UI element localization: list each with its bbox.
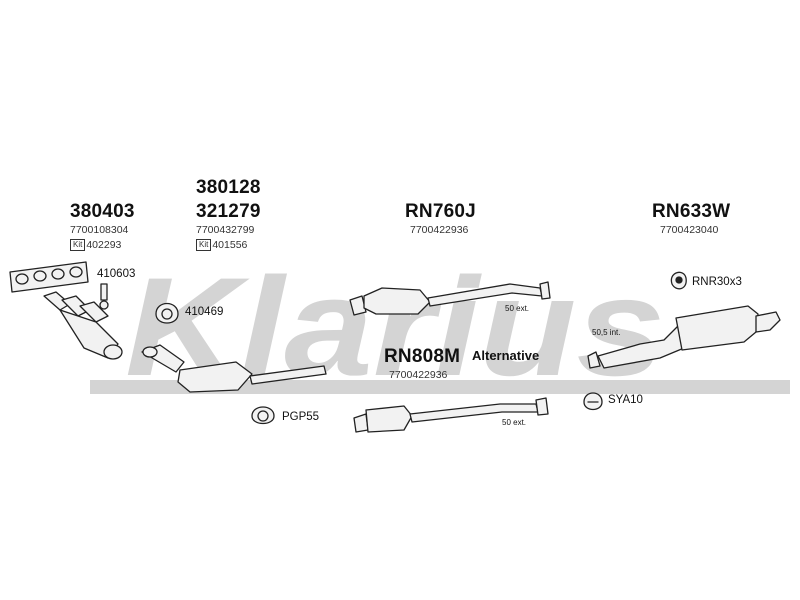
accessory-pgp55: PGP55 bbox=[282, 411, 320, 423]
kit-number-402293: 402293 bbox=[86, 239, 122, 251]
oe-number-rn760j: 7700422936 bbox=[410, 224, 469, 236]
exhaust-manifold-drawing bbox=[43, 291, 123, 360]
part-number-rn760j: RN760J bbox=[405, 201, 476, 222]
oe-number-321279: 7700432799 bbox=[196, 224, 255, 236]
oe-number-rn633w: 7700423040 bbox=[660, 224, 719, 236]
kit-ref-321279: Kit 401556 bbox=[196, 239, 247, 251]
stud-drawing bbox=[99, 283, 109, 310]
manifold-gasket-drawing bbox=[9, 261, 89, 293]
kit-ref-380403: Kit 402293 bbox=[70, 239, 121, 251]
dimension-front-pipe-ext: 50 ext. bbox=[505, 304, 530, 313]
part-number-380403: 380403 bbox=[70, 201, 135, 222]
rear-silencer-rn633w-drawing bbox=[587, 305, 781, 369]
dimension-alt-pipe-ext: 50 ext. bbox=[502, 418, 527, 427]
oe-number-rn808m: 7700422936 bbox=[389, 369, 448, 381]
kit-tag: Kit bbox=[70, 239, 86, 251]
middle-silencer-rn808m-drawing bbox=[353, 397, 549, 433]
pgp55-gasket-drawing bbox=[251, 406, 275, 425]
catalytic-converter-drawing bbox=[141, 344, 327, 393]
watermark-underline bbox=[90, 380, 790, 394]
dimension-rear-int: 50,5 int. bbox=[592, 328, 621, 337]
accessory-410603: 410603 bbox=[97, 268, 136, 280]
accessory-sya10: SYA10 bbox=[608, 394, 643, 406]
oe-number-380403: 7700108304 bbox=[70, 224, 129, 236]
rubber-mount-drawing bbox=[670, 271, 687, 290]
front-pipe-rn760j-drawing bbox=[349, 281, 551, 316]
part-number-380128: 380128 bbox=[196, 177, 261, 198]
alternative-label: Alternative bbox=[472, 348, 540, 363]
sya10-clamp-drawing bbox=[583, 392, 603, 411]
accessory-410469: 410469 bbox=[185, 306, 224, 318]
part-number-rn633w: RN633W bbox=[652, 201, 731, 222]
gasket-ring-drawing bbox=[155, 302, 179, 324]
kit-tag: Kit bbox=[196, 239, 212, 251]
part-number-rn808m: RN808M bbox=[384, 346, 461, 367]
kit-number-401556: 401556 bbox=[212, 239, 248, 251]
part-number-321279: 321279 bbox=[196, 201, 261, 222]
accessory-rnr30x3: RNR30x3 bbox=[692, 276, 742, 288]
